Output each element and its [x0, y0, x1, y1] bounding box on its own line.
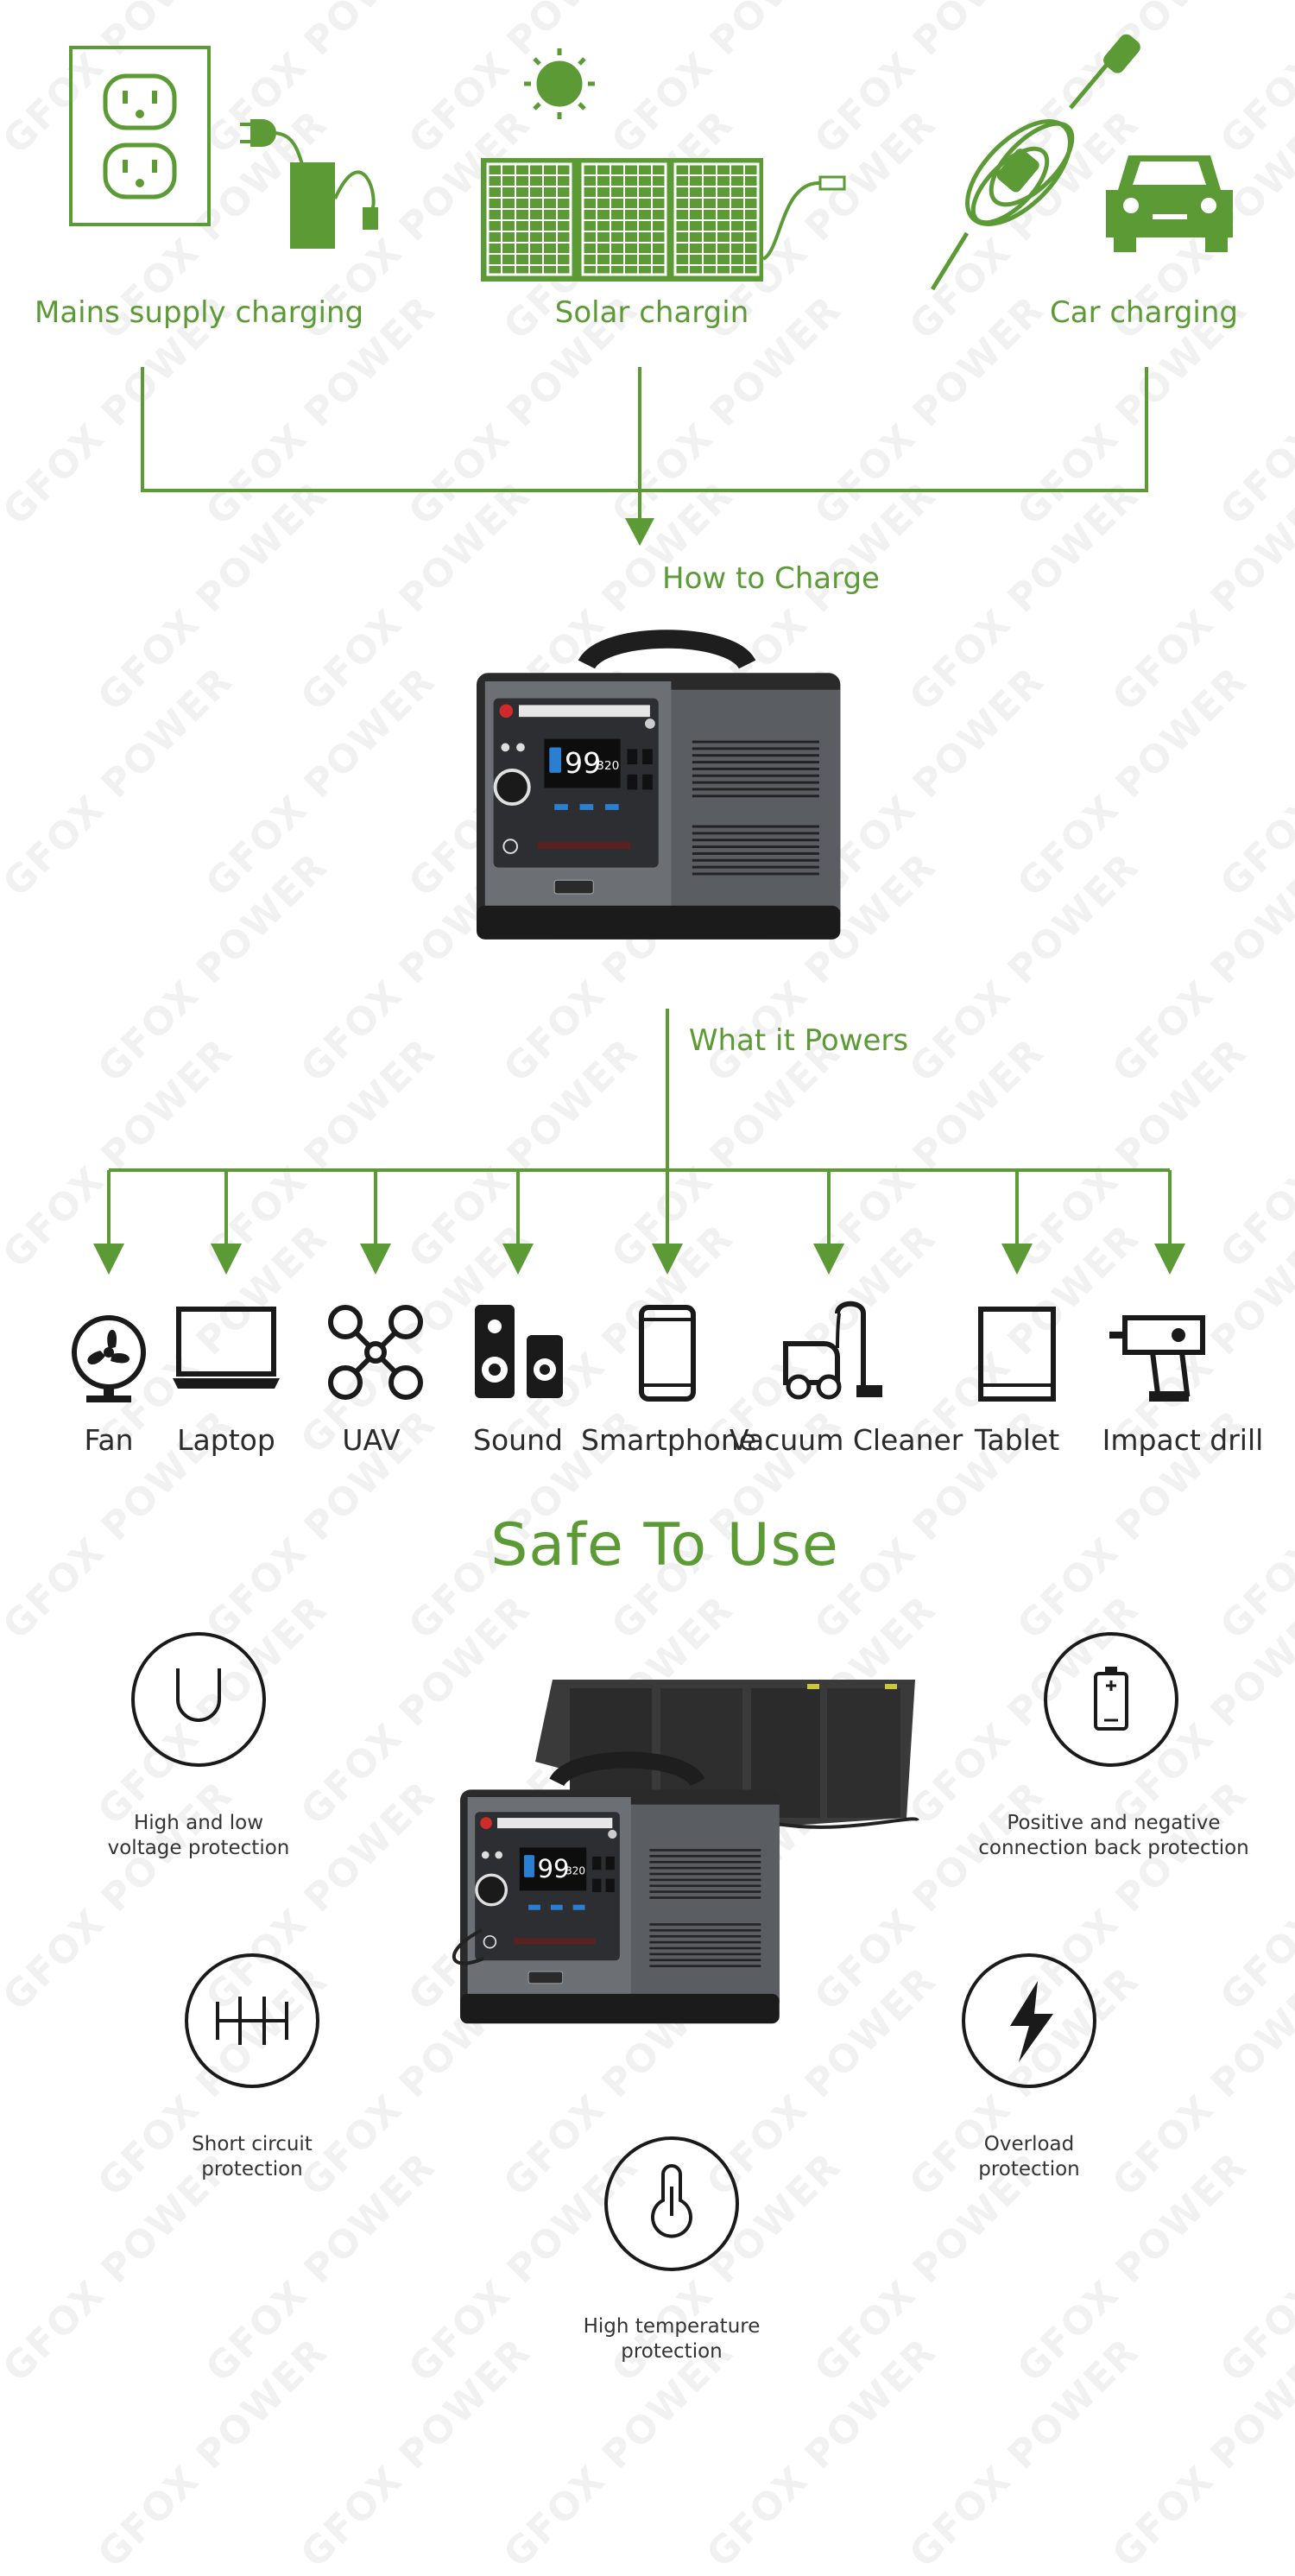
- device-label-vacuum-cleaner: Vacuum Cleaner: [730, 1423, 963, 1457]
- drill-icon: [1109, 1315, 1205, 1402]
- device-label-smartphone: Smartphone: [581, 1423, 757, 1457]
- device-label-impact-drill: Impact drill: [1102, 1423, 1264, 1457]
- screen-value: 99: [565, 746, 601, 780]
- device-label-uav: UAV: [342, 1423, 401, 1457]
- safe-to-use-title: Safe To Use: [490, 1511, 839, 1579]
- device-label-laptop: Laptop: [177, 1423, 275, 1457]
- drone-icon: [328, 1305, 423, 1400]
- solar-charging-label: Solar chargin: [554, 295, 749, 330]
- speaker-icon: [475, 1305, 563, 1398]
- car-icon: [1106, 155, 1233, 252]
- sun-icon: [524, 48, 595, 119]
- what-it-powers-label: What it Powers: [688, 1023, 909, 1058]
- car-charging-label: Car charging: [1050, 295, 1238, 330]
- charging-connector-lines: [141, 367, 1148, 546]
- device-label-fan: Fan: [84, 1423, 134, 1457]
- tablet-icon: [978, 1307, 1056, 1402]
- short-circuit-icon: [185, 1953, 319, 2088]
- screen-value: 99: [537, 1854, 569, 1883]
- high-temperature-protection-label: High temperature protection: [583, 2315, 761, 2363]
- fan-icon: [72, 1315, 146, 1402]
- voltage-protection-label: High and low voltage protection: [107, 1812, 290, 1859]
- screen-secondary-value: 320: [565, 1864, 585, 1877]
- device-label-sound: Sound: [473, 1423, 563, 1457]
- reverse-connection-protection-label: Positive and negative connection back pr…: [978, 1812, 1249, 1859]
- powers-connector-lines: [93, 1009, 1185, 1275]
- battery-icon: [1044, 1632, 1178, 1767]
- solar-panel-icon: [481, 158, 846, 282]
- wall-outlet-icon: [69, 46, 211, 226]
- thermometer-icon: [604, 2136, 739, 2271]
- power-adapter-icon: [240, 119, 378, 249]
- laptop-icon: [173, 1307, 280, 1389]
- short-circuit-protection-label: Short circuit protection: [192, 2133, 313, 2180]
- vacuum-icon: [783, 1301, 882, 1400]
- how-to-charge-label: How to Charge: [662, 561, 880, 596]
- smartphone-icon: [639, 1305, 696, 1402]
- overload-protection-label: Overload protection: [978, 2133, 1080, 2180]
- car-charger-cable-icon: [930, 34, 1140, 291]
- screen-secondary-value: 320: [597, 759, 619, 773]
- device-label-tablet: Tablet: [974, 1423, 1060, 1457]
- lightning-icon: [962, 1953, 1096, 2088]
- mains-charging-label: Mains supply charging: [35, 295, 364, 330]
- magnet-u-icon: [131, 1632, 266, 1767]
